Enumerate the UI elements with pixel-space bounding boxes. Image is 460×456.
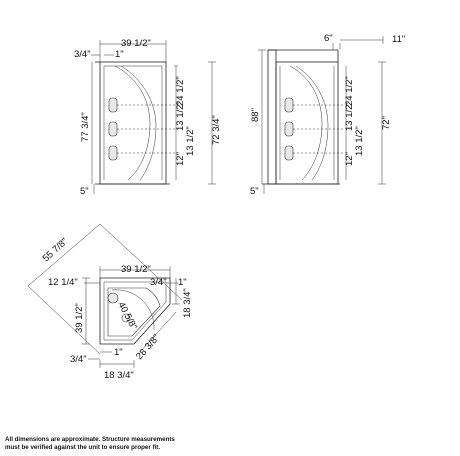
plan-width-label: 39 1/2": [121, 264, 151, 275]
disclaimer-note: All dimensions are approximate. Structur…: [5, 436, 335, 451]
front-view: 39 1/2" 1" 3/4" 77 3/4" 24 1/2" 13 1/2" …: [74, 38, 222, 197]
plan-left-return-label: 12 1/4": [48, 277, 78, 288]
side-panel: [267, 49, 277, 185]
side-shelf-3: [284, 145, 294, 161]
plan-view: 55 7/8" 39 1/2" 12 1/4" 3/4" 1" 39 1/2" …: [27, 223, 193, 381]
side-shelf3-label: 13 1/2": [354, 126, 365, 156]
plan-diagonal-label: 55 7/8": [41, 236, 71, 264]
plan-outline: [99, 277, 171, 345]
front-total-height-label: 77 3/4": [80, 112, 91, 142]
shelf-2: [108, 121, 118, 137]
plan-right-return-label: 18 3/4": [182, 288, 193, 318]
disclaimer-line-1: All dimensions are approximate. Structur…: [5, 436, 175, 443]
plan-bottom-return-label: 18 3/4": [104, 370, 134, 381]
plan-depth-label: 39 1/2": [74, 303, 85, 333]
plan-bottom-flange-label: 1": [114, 347, 123, 358]
side-total-height-label: 88": [250, 108, 261, 122]
front-shelf4-label: 12": [175, 152, 186, 166]
corner-seat-icon: [107, 292, 119, 304]
front-flange-label: 1": [115, 49, 124, 60]
disclaimer-line-2: must be verified against the unit to ens…: [5, 443, 161, 451]
front-shelf2-label: 13 1/2": [175, 101, 186, 131]
side-top-offset-label: 11": [392, 34, 405, 45]
plan-bottom-offset-label: 3/4": [70, 354, 87, 365]
side-shelf4-label: 12": [344, 152, 355, 166]
plan-flange-label: 1": [178, 277, 187, 288]
front-width-label: 39 1/2": [121, 38, 151, 49]
side-shelf-2: [284, 121, 294, 137]
front-overall-height-label: 72 3/4": [211, 115, 222, 145]
side-base-label: 5": [250, 186, 259, 197]
side-shelf-1: [284, 97, 294, 113]
side-view: 6" 11" 88" 24 1/2" 13 1/2" 13 1/2" 12" 7…: [250, 33, 405, 197]
side-top-depth-label: 6": [324, 33, 333, 44]
front-base-label: 5": [80, 186, 89, 197]
plan-top-offset-label: 3/4": [150, 277, 167, 288]
shelf-3: [108, 145, 118, 161]
front-shelf3-label: 13 1/2": [185, 126, 196, 156]
plan-door-label: 28 3/8": [134, 333, 162, 363]
front-shelf1-label: 24 1/2": [175, 76, 186, 106]
shelf-1: [108, 97, 118, 113]
side-shelf1-label: 24 1/2": [344, 76, 355, 106]
front-side-offset-label: 3/4": [74, 49, 91, 60]
side-shelf2-label: 13 1/2": [344, 101, 355, 131]
side-overall-height-label: 72": [381, 116, 392, 130]
drain-icon: [121, 313, 131, 323]
